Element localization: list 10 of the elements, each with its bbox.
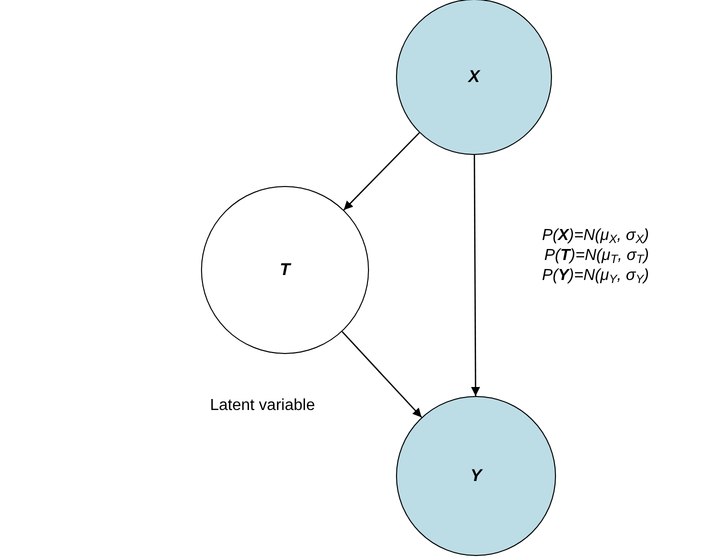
distribution-formula: P(Y)=N(μ$_{Y}$, σ$_{Y}$) (542, 266, 649, 286)
distribution-formula: P(T)=N(μ$_{T}$, σ$_{T}$) (544, 246, 649, 266)
variable-name: T (280, 259, 290, 282)
variable-name: Y (470, 465, 482, 488)
arrow (342, 331, 422, 418)
node-caption: Latent variable (210, 396, 315, 416)
arrow (471, 155, 480, 396)
variable-name: X (468, 66, 480, 88)
distribution-formula: P(X)=N(μ$_{X}$, σ$_{X}$) (542, 226, 649, 246)
arrow (343, 132, 420, 210)
